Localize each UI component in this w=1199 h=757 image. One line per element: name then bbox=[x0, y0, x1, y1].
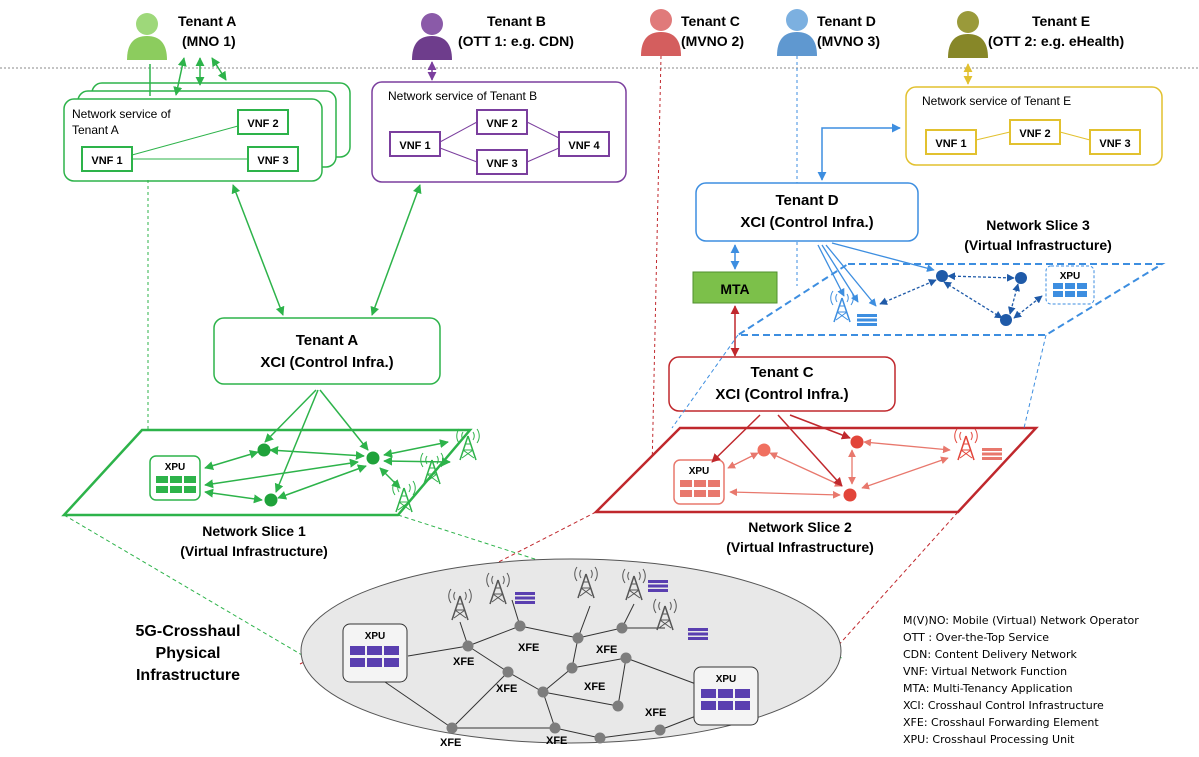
tenant-e-avatar bbox=[948, 11, 988, 58]
tenant-c-name: Tenant C bbox=[681, 13, 740, 29]
xfe-label: XFE bbox=[546, 735, 567, 747]
tenant-b-vnf4-label: VNF 4 bbox=[568, 140, 600, 152]
tenant-a-xci: Tenant A XCI (Control Infra.) bbox=[213, 317, 441, 385]
svg-text:Tenant C: Tenant C bbox=[750, 364, 813, 381]
xfe-label: XFE bbox=[440, 737, 461, 749]
tenant-b-vnf2-label: VNF 2 bbox=[486, 118, 517, 130]
tenant-e-service-title: Network service of Tenant E bbox=[922, 94, 1071, 108]
tenant-c-xci-slice-arrows bbox=[711, 414, 851, 487]
tenant-a-vnf3 bbox=[247, 146, 299, 172]
slice3-projection-left bbox=[671, 334, 739, 429]
tenant-a-name: Tenant A bbox=[178, 13, 236, 29]
legend-item: XCI: Crosshaul Control Infrastructure bbox=[903, 699, 1104, 712]
tenant-c-avatar bbox=[641, 9, 681, 56]
xfe-label: XFE bbox=[518, 642, 539, 654]
xfe-label: XFE bbox=[645, 707, 666, 719]
svg-text:XCI (Control Infra.): XCI (Control Infra.) bbox=[715, 386, 848, 403]
tenant-a-service-title-2: Tenant A bbox=[72, 123, 119, 137]
tenant-d-avatar bbox=[777, 9, 817, 56]
legend-item: VNF: Virtual Network Function bbox=[903, 665, 1067, 678]
legend-item: M(V)NO: Mobile (Virtual) Network Operato… bbox=[903, 614, 1139, 627]
tenant-b-avatar bbox=[412, 13, 452, 60]
svg-text:XCI (Control Infra.): XCI (Control Infra.) bbox=[740, 214, 873, 231]
abbreviation-legend: M(V)NO: Mobile (Virtual) Network Operato… bbox=[903, 614, 1139, 746]
legend-item: MTA: Multi-Tenancy Application bbox=[903, 682, 1073, 695]
tenant-d-to-e-arrow bbox=[817, 123, 901, 181]
slice-2-sublabel: (Virtual Infrastructure) bbox=[726, 539, 874, 555]
slice-3-sublabel: (Virtual Infrastructure) bbox=[964, 237, 1112, 253]
tenant-b-vnf3-label: VNF 3 bbox=[486, 158, 517, 170]
slice3-xpu-label: XPU bbox=[1060, 271, 1081, 282]
mta-box: MTA bbox=[692, 271, 778, 304]
xfe-label: XFE bbox=[584, 681, 605, 693]
tenant-a-vnf1 bbox=[81, 146, 133, 172]
tenant-c-slice-guide bbox=[651, 55, 662, 471]
tenant-a-network-service: Network service of Tenant A VNF 1 VNF 2 … bbox=[63, 82, 351, 182]
network-slice-2: XPU bbox=[592, 426, 1039, 514]
tenant-a-vnf2-label: VNF 2 bbox=[247, 118, 278, 130]
tenant-d-name: Tenant D bbox=[817, 13, 876, 29]
svg-text:XCI (Control Infra.): XCI (Control Infra.) bbox=[260, 354, 393, 371]
physical-xpu-left-label: XPU bbox=[365, 631, 386, 642]
vnf-link bbox=[131, 125, 239, 156]
xfe-label: XFE bbox=[596, 644, 617, 656]
xfe-label: XFE bbox=[453, 656, 474, 668]
slice2-projection-right bbox=[835, 511, 959, 649]
tenant-a-type: (MNO 1) bbox=[182, 33, 236, 49]
tenant-a-avatar bbox=[127, 13, 167, 60]
tenant-a-vnf1-label: VNF 1 bbox=[91, 155, 122, 167]
legend-item: OTT : Over-the-Top Service bbox=[903, 631, 1049, 644]
network-slice-1: XPU bbox=[61, 428, 481, 517]
physical-label-2: Physical bbox=[156, 645, 221, 662]
tenant-d-xci: Tenant D XCI (Control Infra.) bbox=[695, 182, 919, 242]
tenant-e-vnf2-label: VNF 2 bbox=[1019, 128, 1050, 140]
tenant-a-xci-slice-arrows bbox=[264, 389, 369, 493]
legend-item: XFE: Crosshaul Forwarding Element bbox=[903, 716, 1099, 729]
physical-infrastructure: XPU XPU XFE XFE XFE XFE XFE XFE XFE XFE bbox=[300, 558, 842, 749]
mta-label: MTA bbox=[720, 281, 749, 297]
network-slice-3: Network Slice 3 (Virtual Infrastructure)… bbox=[734, 217, 1166, 336]
xfe-label: XFE bbox=[496, 683, 517, 695]
tenant-b-service-xci-arrow bbox=[370, 184, 422, 316]
tenant-a-service-arrows bbox=[149, 57, 227, 96]
tenant-d-type: (MVNO 3) bbox=[817, 33, 880, 49]
tenant-e-network-service: Network service of Tenant E VNF 1 VNF 2 … bbox=[905, 86, 1163, 166]
slice-2-label: Network Slice 2 bbox=[748, 519, 852, 535]
tenant-d-xci-slice-arrows bbox=[817, 242, 935, 307]
svg-text:Tenant A: Tenant A bbox=[296, 332, 359, 349]
tenant-b-type: (OTT 1: e.g. CDN) bbox=[458, 33, 574, 49]
legend-item: XPU: Crosshaul Processing Unit bbox=[903, 733, 1075, 746]
tenant-e-name: Tenant E bbox=[1032, 13, 1090, 29]
tenant-e-vnf1-label: VNF 1 bbox=[935, 138, 966, 150]
tenant-a-service-title: Network service of bbox=[72, 107, 171, 121]
tenant-a-vnf2 bbox=[237, 109, 289, 135]
tenant-e-type: (OTT 2: e.g. eHealth) bbox=[988, 33, 1124, 49]
tenant-a-service-xci-arrow bbox=[231, 184, 285, 316]
tenant-c-type: (MVNO 2) bbox=[681, 33, 744, 49]
tenant-c-xci: Tenant C XCI (Control Infra.) bbox=[668, 356, 896, 412]
physical-xpu-right-label: XPU bbox=[716, 674, 737, 685]
svg-text:Tenant D: Tenant D bbox=[775, 192, 838, 209]
tenant-b-service-title: Network service of Tenant B bbox=[388, 89, 537, 103]
slice-1-sublabel: (Virtual Infrastructure) bbox=[180, 543, 328, 559]
slice-1-label: Network Slice 1 bbox=[202, 523, 306, 539]
tenant-b-name: Tenant B bbox=[487, 13, 546, 29]
physical-label-3: Infrastructure bbox=[136, 667, 240, 684]
legend-item: CDN: Content Delivery Network bbox=[903, 648, 1078, 661]
slice1-xpu-label: XPU bbox=[165, 462, 186, 473]
slice3-projection-right bbox=[1023, 334, 1047, 429]
tenant-a-vnf3-label: VNF 3 bbox=[257, 155, 288, 167]
physical-label-1: 5G-Crosshaul bbox=[136, 623, 241, 640]
tenant-b-network-service: Network service of Tenant B VNF 1 VNF 2 … bbox=[371, 81, 627, 183]
tenant-b-vnf1-label: VNF 1 bbox=[399, 140, 430, 152]
slice2-xpu-label: XPU bbox=[689, 466, 710, 477]
slice-3-label: Network Slice 3 bbox=[986, 217, 1090, 233]
tenant-e-vnf3-label: VNF 3 bbox=[1099, 138, 1130, 150]
